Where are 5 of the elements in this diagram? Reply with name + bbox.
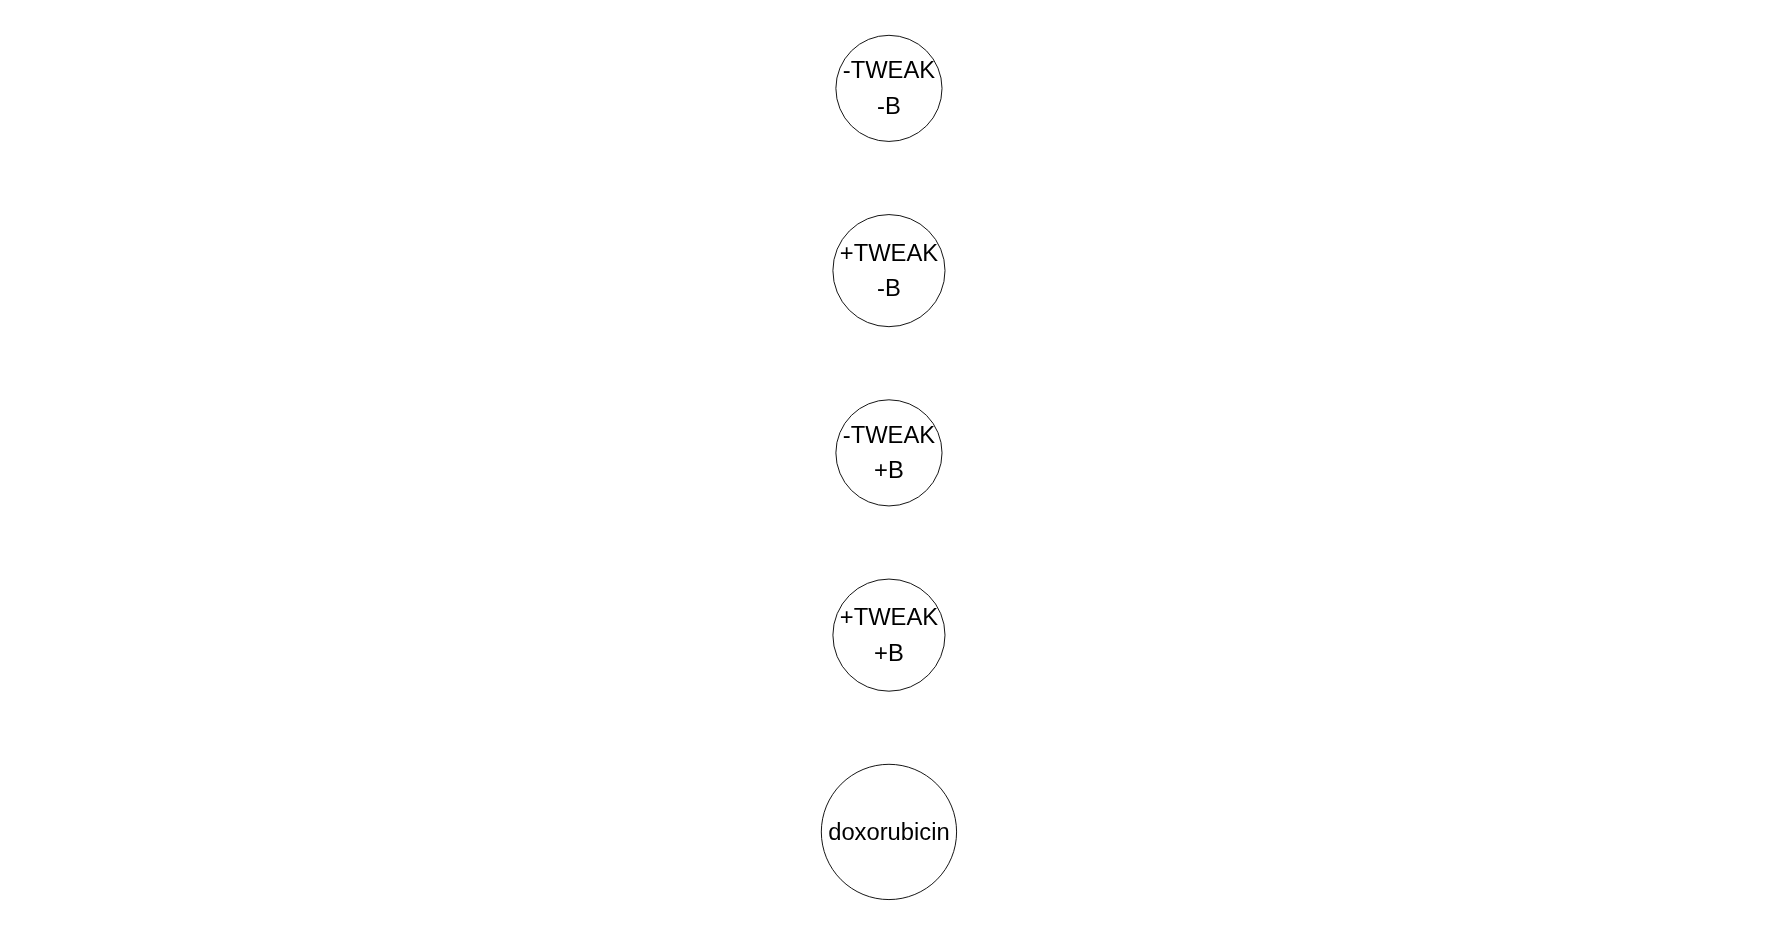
node-circle: doxorubicin: [820, 763, 957, 901]
node-circle: -TWEAK +B: [834, 399, 943, 507]
node-circle: +TWEAK -B: [832, 214, 945, 328]
node-circle: +TWEAK +B: [832, 578, 945, 692]
node-circle: -TWEAK -B: [834, 34, 943, 142]
